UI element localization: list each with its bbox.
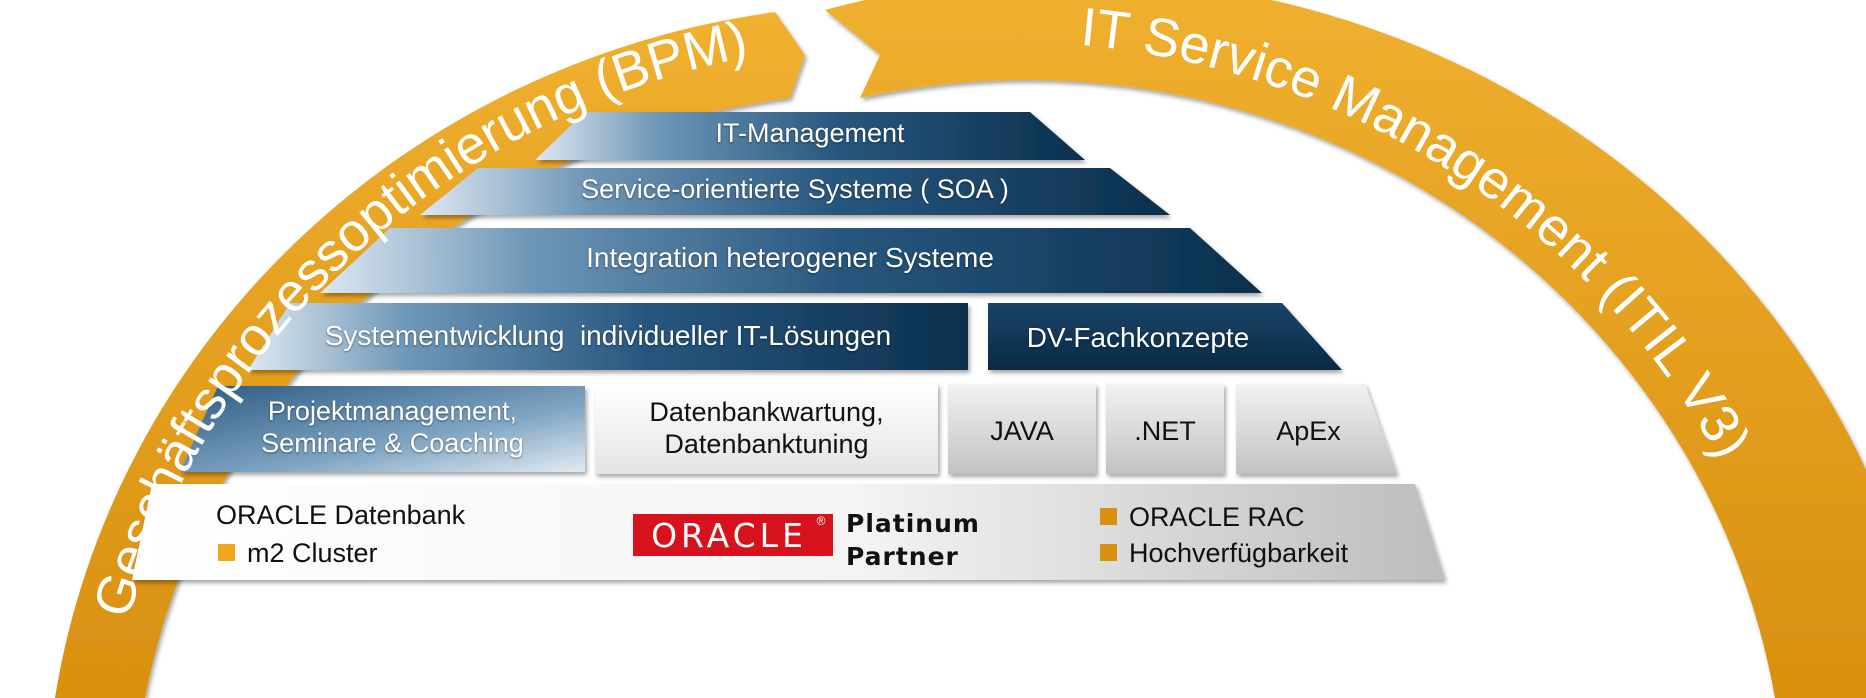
hochverfuegbarkeit-item: Hochverfügbarkeit	[1100, 538, 1348, 569]
oracle-logo-reg: ®	[816, 514, 826, 528]
partner-text: Partner	[846, 541, 959, 571]
soa-layer	[420, 168, 1170, 215]
net-tile	[1106, 384, 1224, 474]
it-management-layer	[535, 112, 1085, 160]
projekt-label-line1: Projektmanagement,	[267, 396, 518, 426]
platinum-text: Platinum	[846, 509, 980, 538]
oracle-rac-text: ORACLE RAC	[1129, 502, 1305, 532]
hochverfuegbarkeit-text: Hochverfügbarkeit	[1129, 538, 1349, 568]
oracle-logo-text: ORACLE	[651, 516, 807, 555]
soa-label: Service-orientierte Systeme ( SOA )	[581, 174, 1009, 204]
platinum-partner-text: Platinum Partner	[846, 508, 980, 573]
systementwicklung-label: Systementwicklung individueller IT-Lösun…	[324, 320, 892, 351]
integration-layer	[320, 228, 1262, 293]
apex-label: ApEx	[1276, 416, 1341, 446]
systementwicklung-layer	[248, 303, 968, 370]
m2-cluster-item: m2 Cluster	[218, 538, 378, 569]
m2-cluster-text: m2 Cluster	[247, 538, 378, 568]
datenbank-label: Datenbankwartung, Datenbanktuning	[595, 397, 938, 461]
itsm-arc	[825, 0, 1866, 698]
projekt-tile	[180, 386, 585, 472]
integration-label: Integration heterogener Systeme	[586, 242, 994, 273]
dv-fachkonzepte-layer	[988, 303, 1342, 370]
datenbank-tile	[595, 384, 938, 474]
java-label: JAVA	[990, 416, 1054, 446]
apex-tile	[1236, 384, 1397, 474]
projekt-label: Projektmanagement, Seminare & Coaching	[200, 396, 585, 460]
java-tile	[948, 384, 1096, 474]
oracle-rac-item: ORACLE RAC	[1100, 502, 1305, 533]
net-label: .NET	[1134, 416, 1196, 446]
datenbank-label-line1: Datenbankwartung,	[649, 397, 884, 427]
dv-fachkonzepte-label: DV-Fachkonzepte	[1026, 322, 1250, 353]
bullet-square-icon	[218, 544, 235, 561]
oracle-datenbank-title: ORACLE Datenbank	[216, 500, 466, 530]
it-management-label: IT-Management	[715, 118, 905, 148]
projekt-label-line2: Seminare & Coaching	[261, 427, 524, 458]
bullet-square-icon	[1100, 544, 1117, 561]
bullet-square-icon	[1100, 508, 1117, 525]
datenbank-label-line2: Datenbanktuning	[664, 428, 869, 459]
bpm-arc	[55, 12, 805, 698]
oracle-logo	[633, 514, 833, 556]
